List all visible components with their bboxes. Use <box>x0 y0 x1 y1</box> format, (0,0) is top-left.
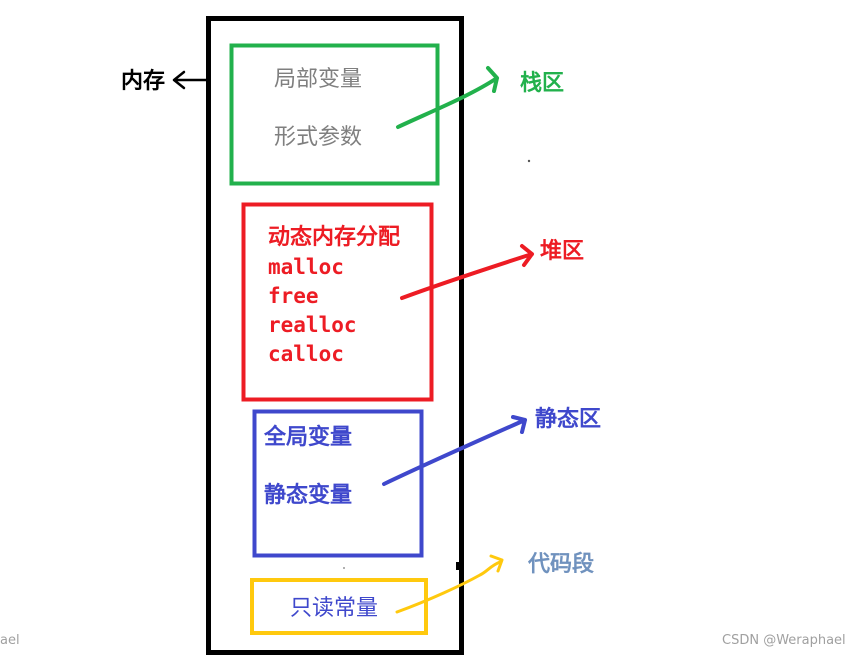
code-box <box>250 578 428 635</box>
code-item-read-only-constants: 只读常量 <box>290 596 379 621</box>
outer-box-tick <box>456 562 461 570</box>
stray-dot <box>527 159 531 163</box>
code-region-label: 代码段 <box>528 551 595 577</box>
heap-item-free: free <box>268 284 319 308</box>
static-box <box>252 409 424 558</box>
static-region-label: 静态区 <box>535 406 602 432</box>
stray-dot <box>343 567 345 569</box>
memory-pointer-arrow <box>172 70 209 90</box>
static-item-global-variables: 全局变量 <box>264 424 353 450</box>
stack-box <box>229 43 440 186</box>
heap-item-calloc: calloc <box>268 342 344 366</box>
heap-item-dynamic-allocation: 动态内存分配 <box>268 224 401 250</box>
watermark-left-fragment: ael <box>0 633 20 648</box>
memory-outer-box <box>206 16 464 655</box>
memory-label: 内存 <box>121 68 166 94</box>
code-arrow <box>395 554 504 614</box>
heap-region-label: 堆区 <box>540 238 585 264</box>
stack-region-label: 栈区 <box>520 70 565 96</box>
static-item-static-variables: 静态变量 <box>264 482 353 508</box>
heap-item-malloc: malloc <box>268 255 344 279</box>
stack-item-local-variables: 局部变量 <box>274 67 363 92</box>
heap-box <box>241 202 434 402</box>
stack-item-formal-parameters: 形式参数 <box>274 125 363 150</box>
stack-arrow <box>396 66 499 129</box>
static-arrow <box>382 415 527 486</box>
heap-item-realloc: realloc <box>268 313 357 337</box>
watermark-csdn: CSDN @Weraphael <box>722 633 846 648</box>
heap-arrow <box>400 244 534 300</box>
